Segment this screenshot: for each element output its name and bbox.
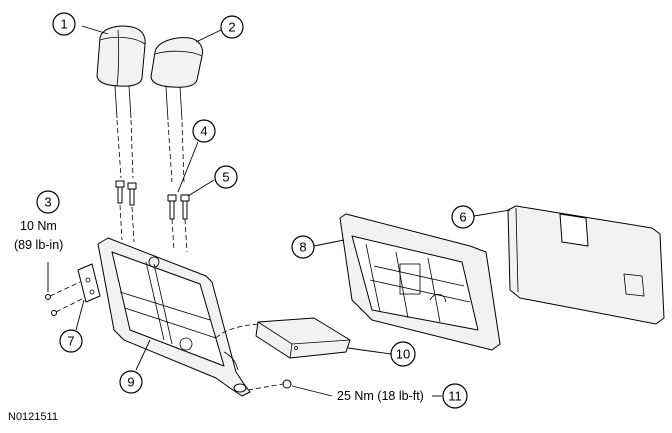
- torque-label-item3-lbin: (89 lb-in): [14, 238, 63, 252]
- callout-10-label: 10: [396, 347, 410, 362]
- callout-11: 11: [291, 383, 468, 409]
- headrest-guides-left: [115, 180, 137, 243]
- seatback-frame: [97, 237, 251, 397]
- seatback-trim-panel: [507, 205, 665, 325]
- callout-9: 9: [119, 339, 151, 394]
- torque-label-item11: 25 Nm (18 lb-ft): [337, 389, 424, 403]
- torque-label-item3-nm: 10 Nm: [20, 219, 57, 233]
- side-airbag-module: [215, 317, 351, 359]
- callout-7: 7: [59, 299, 85, 353]
- callout-3-label: 3: [44, 195, 51, 210]
- callout-4-label: 4: [200, 124, 207, 139]
- headrest-1: [96, 25, 146, 179]
- side-bracket: [45, 263, 101, 316]
- callout-11-label: 11: [448, 389, 462, 404]
- callout-9-label: 9: [127, 375, 134, 390]
- headrest-2: [150, 37, 203, 183]
- callout-1: 1: [52, 12, 109, 36]
- callout-5: 5: [187, 165, 238, 197]
- frame-bolt: [247, 379, 292, 391]
- callout-5-label: 5: [222, 170, 229, 185]
- figure-id: N0121511: [8, 411, 58, 423]
- seatback-panel: [339, 213, 501, 351]
- callout-10: 10: [347, 341, 416, 367]
- callout-2: 2: [195, 15, 244, 43]
- callout-2-label: 2: [228, 20, 235, 35]
- callout-8: 8: [291, 235, 345, 259]
- callout-1-label: 1: [60, 17, 67, 32]
- callout-8-label: 8: [299, 240, 306, 255]
- callout-6: 6: [451, 205, 511, 229]
- callout-3: 3: [36, 190, 60, 292]
- callout-7-label: 7: [67, 334, 74, 349]
- callout-4: 4: [177, 119, 216, 193]
- callout-6-label: 6: [459, 210, 466, 225]
- headrest-guides-right: [167, 194, 190, 253]
